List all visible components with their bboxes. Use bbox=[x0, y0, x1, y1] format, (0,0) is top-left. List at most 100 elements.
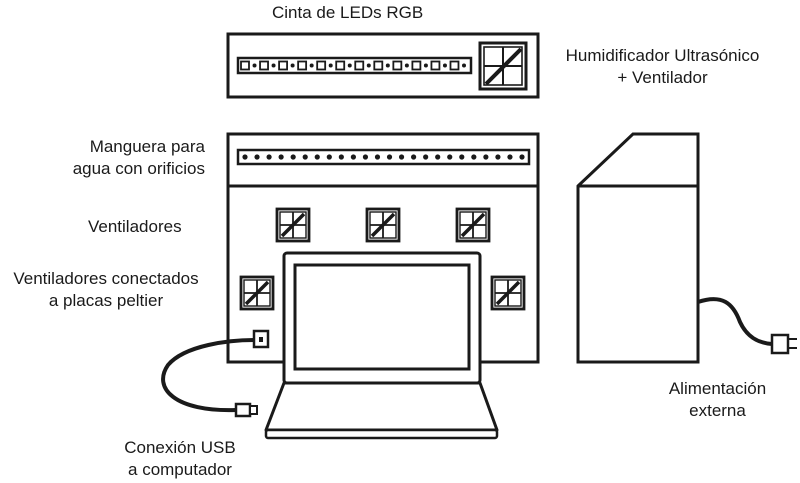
hose-hole bbox=[519, 154, 525, 160]
laptop-base bbox=[264, 381, 499, 432]
hose-hole bbox=[266, 154, 272, 160]
led-square bbox=[278, 60, 288, 71]
led-strip bbox=[236, 56, 473, 75]
power-plug bbox=[770, 333, 790, 355]
fan-icon bbox=[275, 207, 311, 243]
fan-blade bbox=[244, 280, 270, 306]
power-label-line-2: externa bbox=[689, 401, 746, 420]
led-square bbox=[354, 60, 365, 71]
fan-frame bbox=[275, 207, 311, 243]
usb-port-slot bbox=[259, 337, 263, 342]
led-dot bbox=[252, 63, 257, 68]
main-chamber bbox=[226, 132, 540, 364]
usb-cable bbox=[161, 338, 258, 418]
led-dot bbox=[366, 63, 371, 68]
power-supply-box bbox=[576, 132, 700, 364]
hose-hole bbox=[338, 154, 344, 160]
fan-frame bbox=[239, 275, 275, 311]
power-cable bbox=[697, 297, 773, 346]
led-dot bbox=[462, 63, 466, 68]
hose-label: Manguera para agua con orificios bbox=[40, 136, 205, 180]
led-dot bbox=[290, 63, 295, 68]
laptop-screen bbox=[293, 263, 471, 371]
top-unit bbox=[226, 32, 540, 99]
fan-blade bbox=[370, 212, 396, 238]
led-square bbox=[392, 60, 403, 71]
fans-label: Ventiladores bbox=[88, 217, 182, 236]
fan-frame bbox=[365, 207, 401, 243]
power-label-line-1: Alimentación bbox=[668, 379, 767, 398]
laptop-computer bbox=[264, 251, 499, 440]
hose-hole bbox=[411, 154, 417, 160]
humidifier-label-line-1: Humidificador Ultrasónico bbox=[565, 46, 760, 65]
fan-frame bbox=[490, 275, 526, 311]
fans-group bbox=[239, 207, 526, 311]
led-square bbox=[449, 60, 460, 71]
hose-hole bbox=[447, 154, 453, 160]
hose-hole bbox=[374, 154, 381, 160]
power-label: Alimentación externa bbox=[660, 378, 775, 422]
hose-hole bbox=[507, 154, 513, 160]
hose-hole bbox=[302, 154, 308, 160]
humidifier-label-line-2: + Ventilador bbox=[617, 68, 708, 87]
hose-hole bbox=[290, 154, 296, 160]
hose-hole bbox=[326, 154, 332, 160]
hose-hole bbox=[483, 154, 489, 160]
laptop-base-front bbox=[264, 428, 499, 440]
led-square bbox=[240, 60, 250, 71]
fan-blade bbox=[280, 212, 306, 238]
fan-icon bbox=[455, 207, 491, 243]
power-supply bbox=[576, 132, 797, 364]
hose-hole bbox=[254, 154, 260, 160]
laptop-screen-frame bbox=[282, 251, 482, 385]
hose-hole bbox=[471, 154, 477, 160]
fan-frame bbox=[455, 207, 491, 243]
fan-blade bbox=[495, 280, 521, 306]
led-dot bbox=[328, 63, 333, 68]
led-square bbox=[316, 60, 327, 71]
hose-label-line-1: Manguera para bbox=[89, 137, 205, 156]
usb-label-line-2: a computador bbox=[128, 460, 232, 479]
hose-holes bbox=[242, 154, 525, 160]
led-dot bbox=[404, 63, 409, 68]
hose-label-line-2: agua con orificios bbox=[72, 159, 205, 178]
peltier-fans-label: Ventiladores conectados a placas peltier bbox=[0, 268, 212, 312]
led-square bbox=[259, 60, 269, 71]
usb-label-line-1: Conexión USB bbox=[124, 438, 236, 457]
led-square bbox=[297, 60, 308, 71]
hose-hole bbox=[242, 154, 248, 160]
humidifier-fan-icon bbox=[478, 41, 528, 91]
led-square bbox=[335, 60, 346, 71]
led-dot bbox=[271, 63, 276, 68]
led-dot bbox=[309, 63, 314, 68]
peltier-fan-icon bbox=[239, 275, 275, 311]
led-strip-label: Cinta de LEDs RGB bbox=[272, 3, 424, 22]
top-unit-box bbox=[226, 32, 540, 99]
hose-hole bbox=[350, 154, 356, 160]
hose-hole bbox=[435, 154, 441, 160]
fan-blade bbox=[460, 212, 486, 238]
hose-hole bbox=[386, 154, 393, 160]
hose-hole bbox=[459, 154, 465, 160]
hose-hole bbox=[362, 154, 369, 160]
led-square bbox=[411, 60, 422, 71]
humidifier-label: Humidificador Ultrasónico + Ventilador bbox=[550, 45, 775, 89]
led-dot bbox=[423, 63, 428, 68]
hose-hole bbox=[314, 154, 320, 160]
led-square bbox=[430, 60, 441, 71]
hose-hole bbox=[423, 154, 429, 160]
hose-hole bbox=[398, 154, 405, 160]
led-elements bbox=[240, 60, 466, 71]
fan-icon bbox=[365, 207, 401, 243]
peltier-fan-icon bbox=[490, 275, 526, 311]
hose-hole bbox=[278, 154, 284, 160]
led-dot bbox=[347, 63, 352, 68]
led-dot bbox=[385, 63, 390, 68]
peltier-fans-label-line-2: a placas peltier bbox=[48, 291, 164, 310]
usb-label: Conexión USB a computador bbox=[110, 437, 250, 481]
peltier-fans-label-line-1: Ventiladores conectados bbox=[13, 269, 199, 288]
led-square bbox=[373, 60, 384, 71]
hose-hole bbox=[495, 154, 501, 160]
